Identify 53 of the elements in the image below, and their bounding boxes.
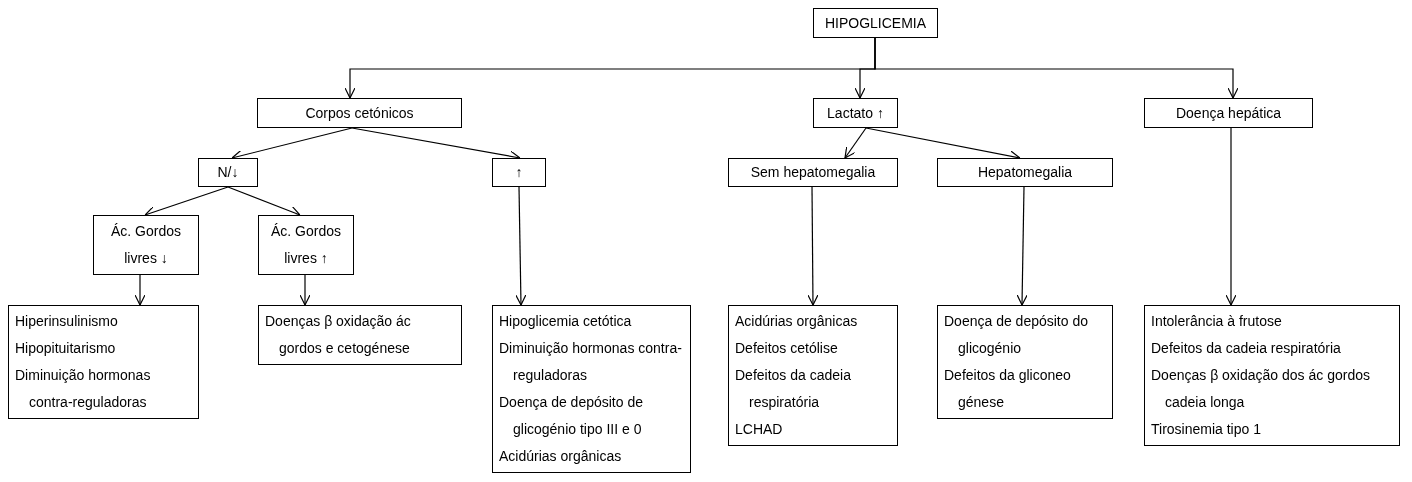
- process-box: [257, 98, 462, 128]
- list-box: [728, 305, 898, 446]
- node-label: Ác. Gordos livres ↓: [110, 222, 182, 268]
- process-box: [813, 8, 938, 38]
- list-item: Tirosinemia tipo 1: [1151, 420, 1262, 439]
- node-label: Ác. Gordos livres ↑: [270, 222, 342, 268]
- list-box: [1144, 305, 1400, 446]
- list-item: Acidúrias orgânicas: [499, 447, 623, 466]
- list-item: Intolerância à frutose: [1151, 312, 1283, 331]
- list-box: [8, 305, 199, 419]
- node-label: HIPOGLICEMIA: [824, 13, 927, 33]
- list-item: Defeitos da gliconeo génese: [944, 366, 1072, 412]
- arrow: [807, 186, 819, 306]
- list-box: [937, 305, 1113, 419]
- process-box: [1144, 98, 1313, 128]
- process-box: [258, 215, 354, 275]
- node-label: N/↓: [217, 163, 239, 182]
- list-item: Hipoglicemia cetótica: [499, 312, 633, 331]
- list-item: Doença de depósito de glicogénio tipo III e 0: [499, 393, 644, 439]
- process-box: [492, 158, 546, 187]
- list-item: Doença de depósito do glicogénio: [944, 312, 1089, 358]
- arrow: [515, 186, 527, 306]
- arrow: [134, 274, 146, 306]
- node-label: Sem hepatomegalia: [750, 163, 876, 182]
- process-box: [813, 98, 898, 128]
- node-label: ↑: [515, 163, 523, 182]
- node-label: Doença hepática: [1175, 103, 1282, 123]
- arrow: [227, 186, 301, 217]
- list-item: Hipopituitarismo: [15, 339, 117, 358]
- node-label: Hepatomegalia: [977, 163, 1073, 182]
- list-box: [492, 305, 691, 473]
- list-item: LCHAD: [735, 420, 784, 439]
- arrow: [1225, 127, 1237, 306]
- process-box: [198, 158, 258, 187]
- list-item: Doenças β oxidação dos ác gordos cadeia longa: [1151, 366, 1371, 412]
- arrow: [1016, 186, 1028, 306]
- list-box: [258, 305, 462, 365]
- arrow: [874, 37, 1239, 99]
- process-box: [937, 158, 1113, 187]
- list-item: Diminuição hormonas contra-reguladoras: [15, 366, 152, 412]
- list-item: Defeitos da cadeia respiratória: [735, 366, 852, 412]
- list-item: Defeitos cetólise: [735, 339, 839, 358]
- arrow: [844, 127, 867, 159]
- process-box: [93, 215, 199, 275]
- list-item: Hiperinsulinismo: [15, 312, 119, 331]
- node-label: Lactato ↑: [827, 103, 884, 123]
- list-item: Defeitos da cadeia respiratória: [1151, 339, 1342, 358]
- list-item: Acidúrias orgânicas: [735, 312, 859, 331]
- list-item: Diminuição hormonas contra-reguladoras: [499, 339, 683, 385]
- list-item: Doenças β oxidação ác gordos e cetogénese: [265, 312, 412, 358]
- arrow: [299, 274, 311, 306]
- process-box: [728, 158, 898, 187]
- node-label: Corpos cetónicos: [305, 103, 414, 123]
